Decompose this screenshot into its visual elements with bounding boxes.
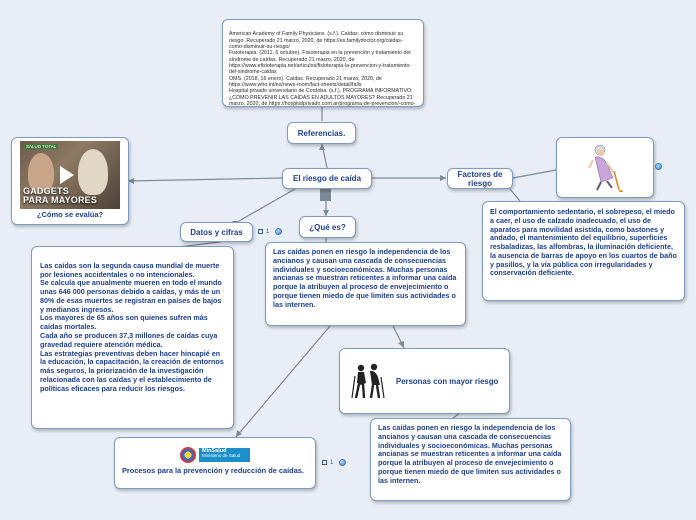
que-es-text: Las caídas ponen en riesgo la independen… [273,247,457,309]
globe-icon[interactable] [655,163,662,170]
topic-personas-label: Personas con mayor riesgo [396,376,499,386]
minsalud-logo: MinSalud Ministerio de Salud [180,447,250,463]
center-collapse-handle [320,189,331,201]
link-procesos [235,325,331,438]
personas-text: Las caídas ponen en riesgo la independen… [378,423,562,485]
topic-que-es[interactable]: ¿Qué es? [299,216,356,238]
video-thumbnail[interactable]: SALUD TOTAL GADGETS PARA MAYORES [20,141,120,209]
datos-text-box[interactable]: Las caídas son la segunda causa mundial … [31,246,234,429]
link-datos [238,188,296,222]
video-title: GADGETS PARA MAYORES [23,186,98,205]
datos-markers[interactable]: 1 [258,228,283,235]
video-caption: ¿Cómo se evalúa? [36,210,104,219]
topic-factores-riesgo[interactable]: Factores de riesgo [447,168,513,189]
que-es-text-box[interactable]: Las caídas ponen en riesgo la independen… [265,242,466,326]
topic-datos-cifras[interactable]: Datos y cifras [180,222,253,242]
datos-text: Las caídas son la segunda causa mundial … [40,260,224,393]
topic-datos-label: Datos y cifras [190,227,243,237]
topic-factores-label: Factores de riesgo [457,169,503,188]
references-text-box[interactable]: American Academy of Family Physicians. (… [222,19,424,107]
topic-procesos[interactable] [114,437,316,489]
topic-referencias-label: Referencias. [297,128,346,138]
topic-procesos-label: Procesos para la prevención y reducción … [122,466,304,475]
factores-text-box[interactable]: El comportamiento sedentario, el sobrepe… [482,201,685,301]
coat-of-arms-icon [180,447,196,463]
procesos-note-count: 1 [330,459,334,466]
globe-icon[interactable] [339,459,347,466]
note-icon[interactable] [322,460,327,465]
factores-text: El comportamiento sedentario, el sobrepe… [490,207,677,278]
elderly-woman-falling-icon [588,144,623,192]
video-tag: SALUD TOTAL [24,144,59,149]
link-video [127,177,283,182]
elderly-fall-image-card[interactable] [556,137,654,198]
procesos-markers[interactable]: 1 [322,459,347,466]
globe-icon[interactable] [275,228,283,235]
topic-personas-riesgo[interactable]: Personas con mayor riesgo [339,348,510,414]
elderly-couple-icon [351,363,385,399]
play-icon[interactable] [60,166,74,184]
topic-que-es-label: ¿Qué es? [309,222,346,232]
topic-referencias[interactable]: Referencias. [287,122,356,144]
factores-link-marker[interactable] [655,163,662,170]
central-topic[interactable]: El riesgo de caída [282,168,372,189]
link-factores-text [509,188,521,202]
personas-text-box[interactable]: Las caídas ponen en riesgo la independen… [370,418,571,501]
note-icon[interactable] [258,229,263,234]
datos-note-count: 1 [266,228,270,235]
references-text: American Academy of Family Physicians. (… [229,31,416,107]
link-factores-image [512,169,557,179]
central-topic-label: El riesgo de caída [292,174,362,183]
